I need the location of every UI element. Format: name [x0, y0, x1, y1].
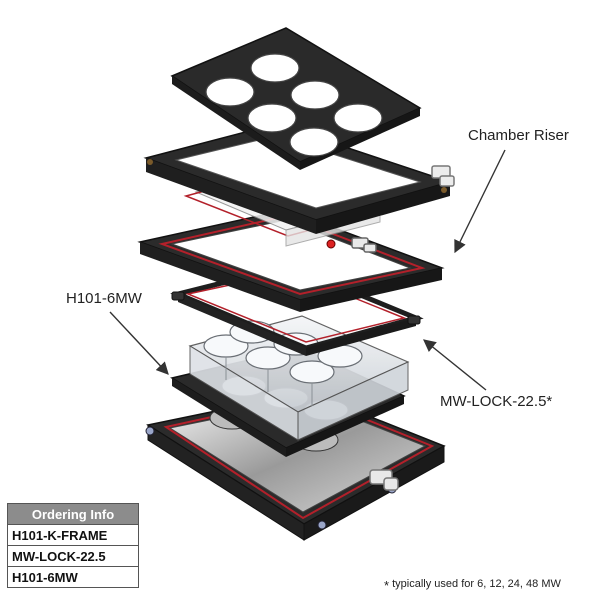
- ordering-row: H101-6MW: [7, 566, 139, 588]
- ordering-info-header: Ordering Info: [7, 503, 139, 525]
- ordering-item: H101-6MW: [7, 566, 139, 588]
- chamber-riser-arrow: [454, 149, 506, 254]
- ordering-row: H101-K-FRAME: [7, 524, 139, 546]
- footnote-star: *: [384, 578, 390, 593]
- ordering-info-header-row: Ordering Info: [7, 503, 139, 525]
- chamber-riser-label: Chamber Riser: [468, 127, 569, 144]
- cover-plate: [170, 27, 422, 170]
- h101-6mw-arrow: [109, 311, 169, 375]
- ordering-info-table: Ordering Info H101-K-FRAME MW-LOCK-22.5 …: [7, 503, 139, 588]
- mw-lock-label: MW-LOCK-22.5*: [440, 393, 553, 410]
- ordering-item: H101-K-FRAME: [7, 524, 139, 546]
- ordering-item: MW-LOCK-22.5: [7, 545, 139, 567]
- top-frame: [143, 123, 455, 234]
- leader-arrows: [109, 149, 506, 391]
- h101-6mw-label: H101-6MW: [66, 290, 142, 307]
- ordering-row: MW-LOCK-22.5: [7, 545, 139, 567]
- mw-lock-arrow: [423, 339, 487, 391]
- footnote: * typically used for 6, 12, 24, 48 MW: [384, 578, 561, 593]
- footnote-text: typically used for 6, 12, 24, 48 MW: [392, 578, 561, 590]
- chamber-riser: [137, 209, 445, 312]
